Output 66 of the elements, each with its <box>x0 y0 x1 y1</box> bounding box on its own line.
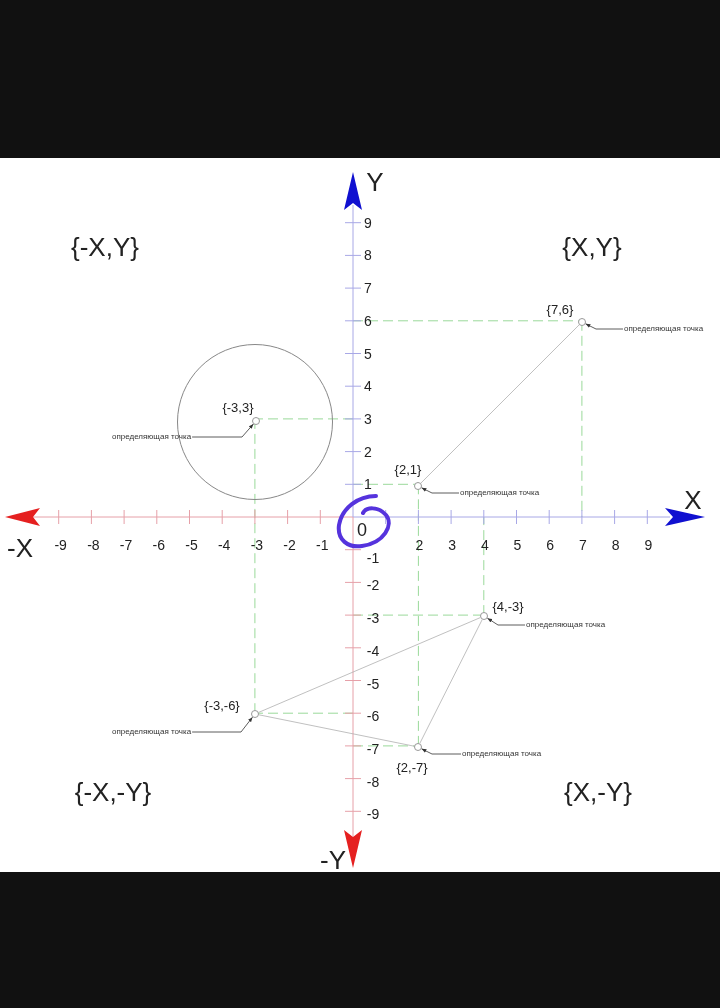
tick-label: -2 <box>283 538 296 552</box>
axis-label: X <box>684 487 702 513</box>
axis-label: -Y <box>320 847 346 873</box>
quadrant-label: {-X,-Y} <box>74 779 152 805</box>
annotation-text: определяющая точка <box>624 325 704 333</box>
tick-label: -5 <box>366 676 380 691</box>
annotation-text: определяющая точка <box>462 750 542 758</box>
tick-label: 6 <box>364 313 372 328</box>
point-marker <box>252 417 260 425</box>
tick-label: 9 <box>364 215 372 230</box>
coordinate-label: {2,-7} <box>396 760 428 774</box>
tick-label: -9 <box>54 538 67 552</box>
point-marker <box>251 710 259 718</box>
tick-label: 4 <box>364 379 372 394</box>
tick-label: 7 <box>364 281 372 296</box>
tick-label: 2 <box>364 444 372 459</box>
point-marker <box>414 482 422 490</box>
tick-label: 8 <box>364 248 372 263</box>
tick-label: -9 <box>366 807 380 822</box>
point-marker <box>578 318 586 326</box>
coordinate-label: {-3,-6} <box>204 698 240 712</box>
quadrant-label: {X,Y} <box>562 234 622 260</box>
quadrant-label: {X,-Y} <box>564 779 632 805</box>
tick-label: -2 <box>366 578 380 593</box>
origin-label: 0 <box>357 521 367 539</box>
coordinate-label: {2,1} <box>394 462 422 476</box>
annotation-text: определяющая точка <box>460 489 540 497</box>
annotation-text: определяющая точка <box>112 433 192 441</box>
tick-label: 9 <box>644 538 653 552</box>
line-segment <box>419 619 483 744</box>
tick-label: -1 <box>316 538 329 552</box>
tick-label: 4 <box>480 538 489 552</box>
tick-label: -4 <box>366 643 380 658</box>
tick-label: -6 <box>152 538 165 552</box>
line-segment <box>258 714 415 747</box>
tick-label: 3 <box>364 411 372 426</box>
tick-label: -7 <box>119 538 133 552</box>
tick-label: 2 <box>415 538 424 552</box>
point-marker <box>480 612 488 620</box>
tick-label: -8 <box>87 538 100 552</box>
tick-label: 3 <box>448 538 456 552</box>
annotation-text: определяющая точка <box>526 621 606 629</box>
tick-label: -3 <box>366 611 380 626</box>
tick-label: -6 <box>366 709 380 724</box>
coordinate-label: {4,-3} <box>492 599 524 613</box>
tick-label: -3 <box>250 538 264 552</box>
tick-label: -4 <box>217 538 231 552</box>
tick-label: 6 <box>546 538 555 552</box>
axis-label: Y <box>366 169 384 195</box>
tick-label: -8 <box>366 774 380 789</box>
coordinate-label: {7,6} <box>546 302 574 316</box>
axis-label: -X <box>7 535 33 561</box>
quadrant-label: {-X,Y} <box>71 234 139 260</box>
tick-label: 5 <box>513 538 522 552</box>
coordinate-label: {-3,3} <box>222 400 254 414</box>
tick-label: -7 <box>366 741 380 756</box>
tick-label: 1 <box>364 477 372 492</box>
tick-label: 7 <box>579 538 587 552</box>
tick-label: -5 <box>185 538 198 552</box>
annotation-text: определяющая точка <box>112 728 192 736</box>
tick-label: 8 <box>611 538 620 552</box>
tick-label: -1 <box>366 550 380 565</box>
tick-label: 5 <box>364 346 372 361</box>
line-segment <box>420 324 580 484</box>
line-segment <box>258 617 481 713</box>
point-marker <box>414 743 422 751</box>
